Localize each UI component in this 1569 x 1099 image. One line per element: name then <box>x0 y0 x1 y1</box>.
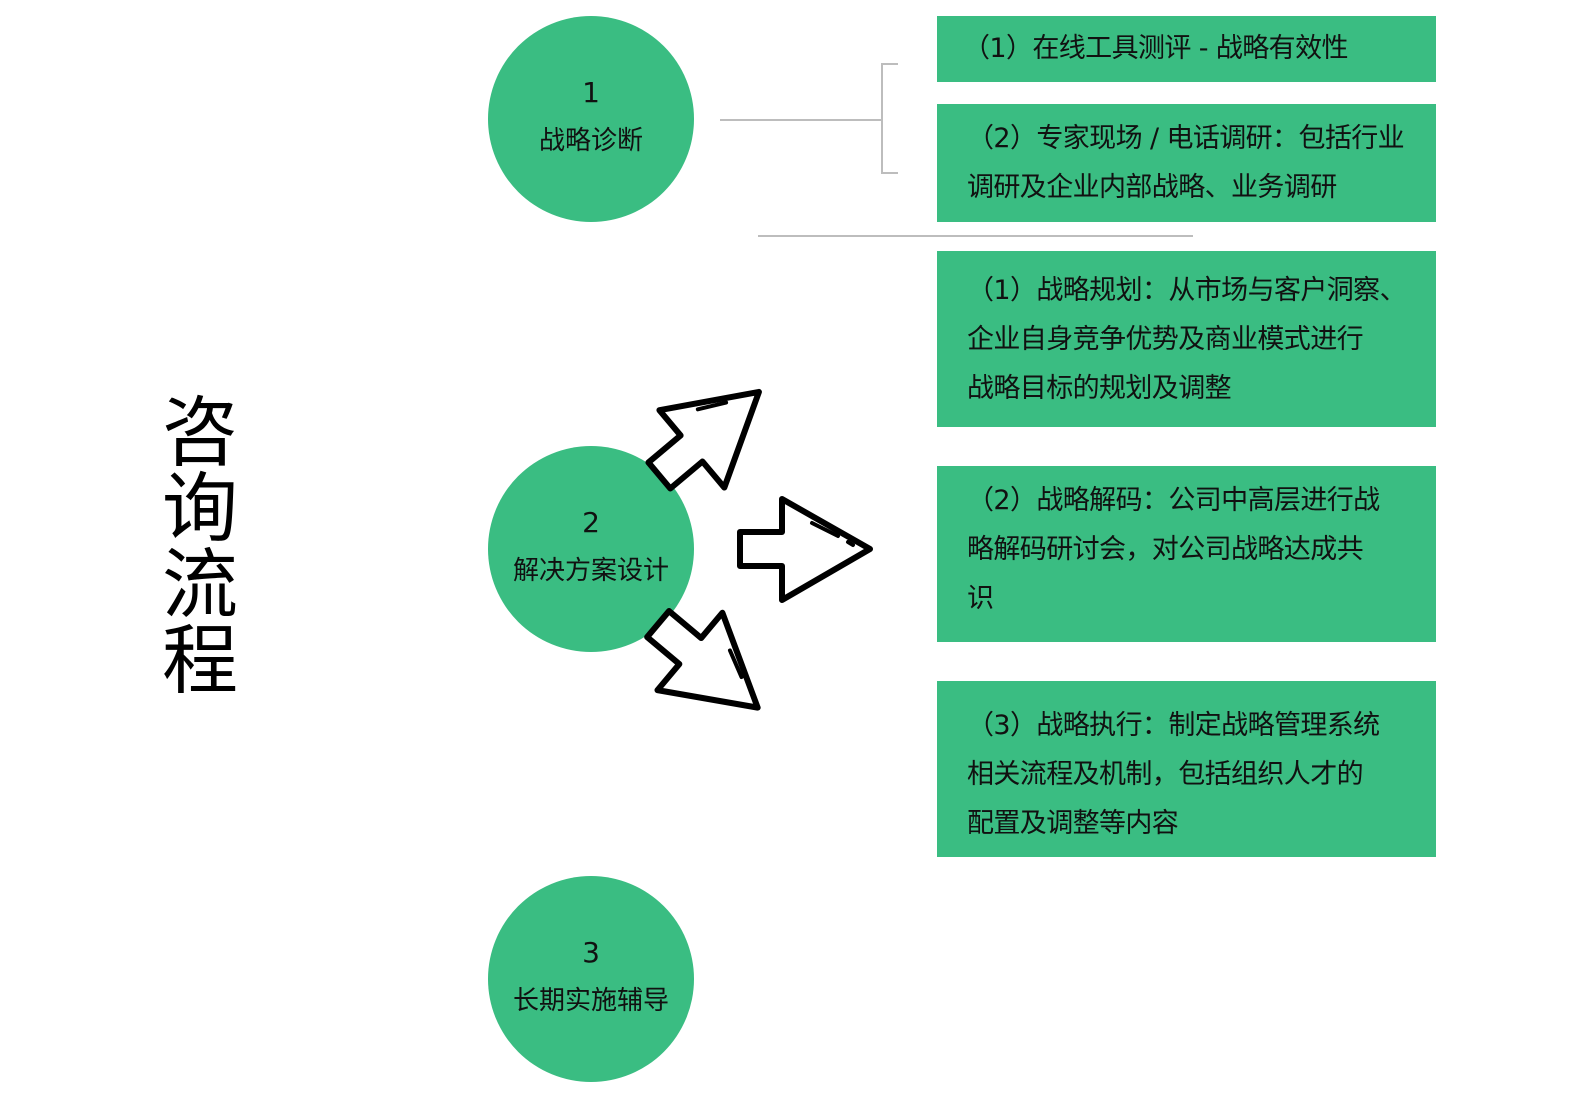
step-number: 3 <box>582 936 600 969</box>
arrow-down-right-icon <box>644 608 761 711</box>
arrow-right-icon <box>737 496 873 603</box>
step-label: 战略诊断 <box>538 126 643 156</box>
detail-line: （1）在线工具测评 - 战略有效性 <box>963 33 1348 64</box>
detail-line: （3）战略执行：制定战略管理系统 <box>967 710 1380 741</box>
step-circle-1: 1 战略诊断 <box>488 16 694 222</box>
detail-line: （2）专家现场 / 电话调研：包括行业 <box>967 123 1405 154</box>
detail-box-diagnosis-expert-survey: （2）专家现场 / 电话调研：包括行业 调研及企业内部战略、业务调研 <box>937 104 1436 222</box>
diagnosis-bracket <box>720 63 898 174</box>
step-label: 长期实施辅导 <box>512 986 669 1016</box>
detail-line: （2）战略解码：公司中高层进行战 <box>967 485 1380 516</box>
bracket-arm <box>881 63 898 174</box>
detail-line: 配置及调整等内容 <box>967 808 1179 839</box>
title-char: 流 <box>162 540 238 629</box>
detail-line: 略解码研讨会，对公司战略达成共 <box>967 534 1364 565</box>
detail-line: 战略目标的规划及调整 <box>967 373 1232 404</box>
detail-box-diagnosis-online-tool: （1）在线工具测评 - 战略有效性 <box>937 16 1436 82</box>
step-label: 解决方案设计 <box>512 556 669 586</box>
step-number: 1 <box>582 76 600 109</box>
detail-line: 识 <box>967 583 994 614</box>
detail-box-strategy-execution: （3）战略执行：制定战略管理系统 相关流程及机制，包括组织人才的 配置及调整等内… <box>937 681 1436 857</box>
detail-line: （1）战略规划：从市场与客户洞察、 <box>967 275 1407 306</box>
detail-box-strategy-planning: （1）战略规划：从市场与客户洞察、 企业自身竞争优势及商业模式进行 战略目标的规… <box>937 251 1436 427</box>
arrow-up-right-icon <box>645 388 762 492</box>
step-number: 2 <box>582 506 600 539</box>
detail-line: 相关流程及机制，包括组织人才的 <box>967 759 1364 790</box>
step-circle-3: 3 长期实施辅导 <box>488 876 694 1082</box>
detail-line: 企业自身竞争优势及商业模式进行 <box>967 324 1364 355</box>
detail-line: 调研及企业内部战略、业务调研 <box>967 172 1337 203</box>
title-char: 咨 <box>162 388 238 477</box>
title-char: 询 <box>162 464 238 553</box>
title-char: 程 <box>162 616 238 705</box>
detail-box-strategy-decoding: （2）战略解码：公司中高层进行战 略解码研讨会，对公司战略达成共 识 <box>937 466 1436 642</box>
diagram-title: 咨 询 流 程 <box>150 395 250 699</box>
